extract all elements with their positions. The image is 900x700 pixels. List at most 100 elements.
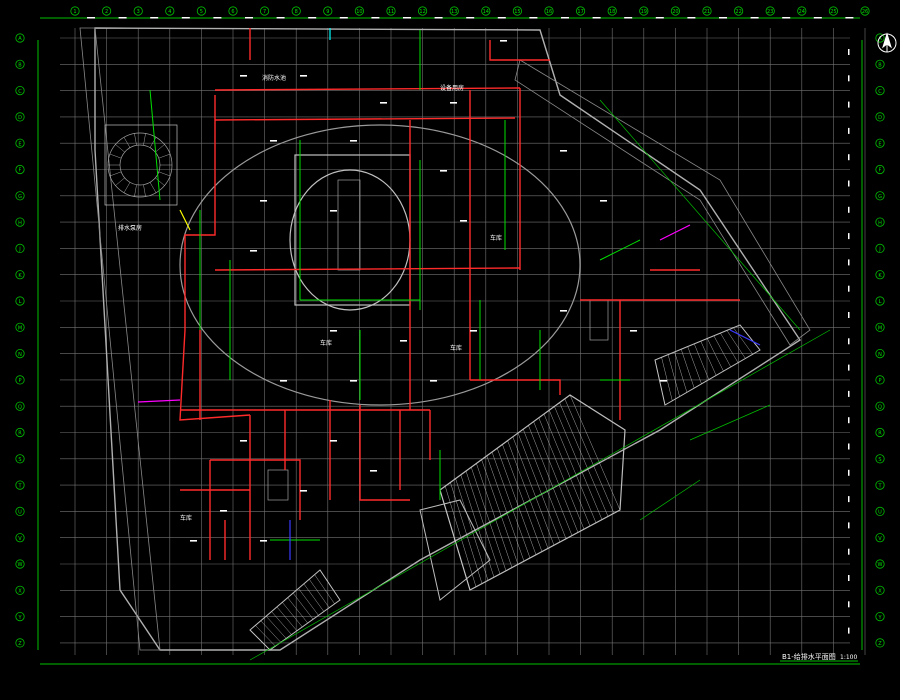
grid-bubble: 10 bbox=[354, 6, 364, 16]
grid-bubble-label: 11 bbox=[388, 9, 394, 15]
grid-bubble-label: U bbox=[878, 510, 882, 516]
water-supply-pipes bbox=[179, 28, 740, 560]
room-label: 车库 bbox=[180, 514, 192, 522]
grid-bubble-label: N bbox=[878, 352, 882, 358]
grid-bubble-label: R bbox=[18, 431, 22, 437]
grid-bubble-label: C bbox=[878, 89, 882, 95]
grid-bubble-label: 7 bbox=[263, 9, 266, 15]
grid-bubble-label: 1 bbox=[73, 9, 76, 15]
grid-bubble: Z bbox=[15, 638, 25, 648]
grid-bubble: D bbox=[15, 112, 25, 122]
grid-bubble: N bbox=[15, 348, 25, 359]
grid-bubble-label: Q bbox=[18, 404, 22, 410]
grid-bubble: N bbox=[875, 348, 885, 359]
grid-bubble: 6 bbox=[228, 6, 238, 16]
grid-bubble: R bbox=[875, 427, 885, 438]
grid-bubble: J bbox=[875, 243, 885, 253]
room-label: 车库 bbox=[450, 344, 462, 352]
grid-bubble: A bbox=[875, 33, 885, 43]
grid-bubble-label: S bbox=[878, 457, 881, 463]
grid-bubble-label: 18 bbox=[609, 9, 615, 15]
grid-bubble: P bbox=[875, 375, 885, 385]
structural-grid bbox=[60, 28, 866, 655]
grid-bubble-label: D bbox=[18, 115, 22, 121]
grid-bubble: 19 bbox=[639, 6, 649, 16]
grid-bubble: H bbox=[875, 217, 885, 227]
grid-bubble: F bbox=[15, 164, 25, 175]
grid-bubble-label: X bbox=[878, 589, 882, 595]
grid-bubble-label: T bbox=[17, 483, 22, 489]
grid-bubble: 16 bbox=[544, 6, 554, 16]
grid-bubble-label: Q bbox=[878, 404, 882, 410]
grid-bubble-label: Y bbox=[877, 615, 882, 621]
grid-bubble-label: 5 bbox=[200, 9, 203, 15]
grid-bubble: 20 bbox=[670, 6, 681, 16]
grid-bubble-label: 14 bbox=[483, 9, 489, 15]
grid-bubble: 17 bbox=[575, 6, 586, 16]
grid-bubble: 25 bbox=[828, 6, 839, 16]
grid-bubble-label: 6 bbox=[231, 9, 234, 15]
grid-bubble-label: 16 bbox=[546, 9, 552, 15]
room-label: 消防水池 bbox=[262, 74, 286, 82]
grid-bubble-label: B bbox=[878, 63, 882, 69]
grid-bubble-label: 24 bbox=[799, 9, 805, 15]
room-label: 设备用房 bbox=[440, 84, 464, 92]
grid-bubble-label: P bbox=[18, 378, 21, 384]
grid-bubble-label: V bbox=[18, 536, 22, 542]
grid-bubble: L bbox=[15, 296, 25, 306]
north-arrow-icon bbox=[877, 32, 897, 53]
grid-bubble: Q bbox=[875, 401, 885, 411]
drawing-title: B1-给排水平面图 bbox=[782, 652, 836, 661]
grid-bubble-label: 23 bbox=[767, 9, 773, 15]
grid-bubble-label: 8 bbox=[295, 9, 298, 15]
grid-bubble-label: W bbox=[18, 562, 23, 568]
grid-bubble-label: U bbox=[18, 510, 22, 516]
grid-bubble: 15 bbox=[512, 6, 523, 16]
grid-bubble-label: D bbox=[878, 115, 882, 121]
grid-bubble: G bbox=[15, 191, 25, 201]
grid-bubble-label: W bbox=[878, 562, 883, 568]
grid-bubble: B bbox=[15, 59, 25, 69]
grid-bubble-label: V bbox=[878, 536, 882, 542]
grid-bubble-label: J bbox=[18, 247, 20, 253]
grid-bubble-label: F bbox=[879, 168, 882, 174]
grid-bubble: 5 bbox=[196, 6, 206, 16]
grid-bubble-label: 17 bbox=[577, 9, 583, 15]
grid-bubble-label: J bbox=[878, 247, 880, 253]
grid-bubble: 13 bbox=[449, 6, 459, 16]
grid-bubble: 1 bbox=[70, 6, 80, 16]
drainage-pipes bbox=[149, 30, 641, 541]
grid-bubble: 24 bbox=[797, 6, 807, 16]
grid-bubble: 12 bbox=[417, 6, 428, 16]
annotation-ticks bbox=[87, 17, 854, 634]
grid-bubble-label: 12 bbox=[419, 9, 425, 15]
grid-bubble: V bbox=[875, 533, 885, 543]
grid-bubble: R bbox=[15, 427, 25, 438]
grid-bubble: 22 bbox=[733, 6, 744, 16]
grid-bubble-label: 20 bbox=[672, 9, 678, 15]
grid-bubble: U bbox=[875, 506, 885, 516]
grid-bubble: E bbox=[875, 138, 885, 148]
grid-bubble: J bbox=[15, 243, 25, 253]
grid-bubble: 2 bbox=[102, 6, 112, 16]
grid-bubble: F bbox=[875, 164, 885, 175]
grid-bubble-label: 2 bbox=[105, 9, 108, 15]
grid-bubble: 26 bbox=[860, 6, 870, 16]
grid-bubble: Y bbox=[875, 611, 885, 622]
grid-bubble-label: X bbox=[18, 589, 22, 595]
grid-bubble: P bbox=[15, 375, 25, 385]
grid-bubble-label: F bbox=[19, 168, 22, 174]
grid-bubble-label: Z bbox=[878, 641, 882, 647]
grid-bubble: U bbox=[15, 506, 25, 516]
grid-bubble: K bbox=[875, 270, 885, 280]
grid-bubble-label: 22 bbox=[735, 9, 741, 15]
room-label: 车库 bbox=[490, 234, 502, 242]
grid-bubble-label: G bbox=[878, 194, 882, 200]
grid-bubble-label: P bbox=[878, 378, 881, 384]
grid-bubble-label: C bbox=[18, 89, 22, 95]
grid-bubble-label: 4 bbox=[168, 9, 171, 15]
grid-bubble-label: H bbox=[18, 220, 22, 226]
grid-bubble-label: E bbox=[18, 141, 21, 147]
grid-bubble-label: M bbox=[18, 326, 22, 332]
